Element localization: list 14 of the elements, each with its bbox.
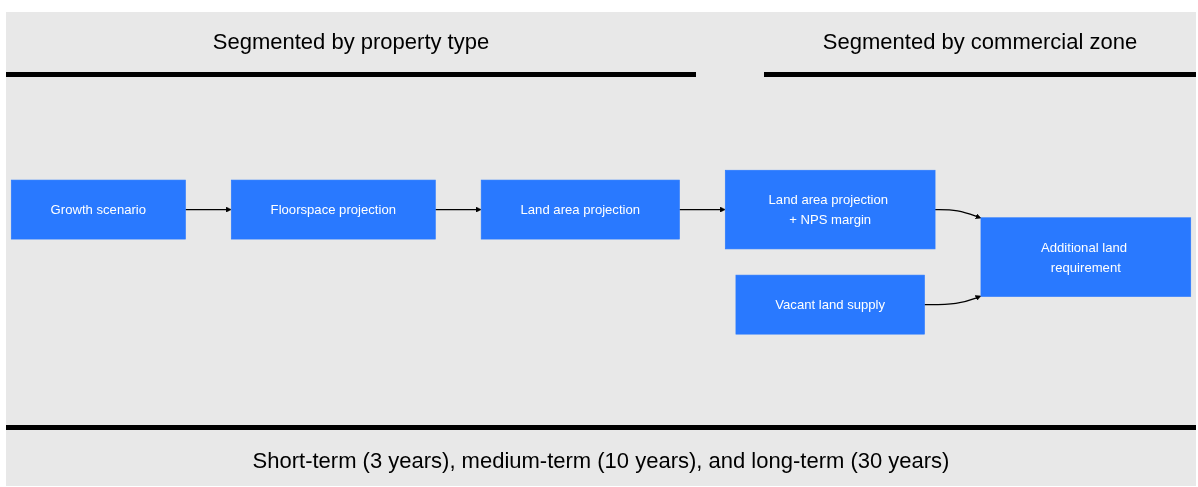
timeframe-note: Short-term (3 years), medium-term (10 years), and long-term (30 years) [252, 447, 950, 474]
arrow [184, 206, 232, 213]
node-box: Land area projection + NPS margin [724, 169, 936, 250]
segment-heading: Segmented by commercial zone [822, 29, 1138, 55]
node-box: Land area projection [480, 179, 680, 240]
segment-heading: Segmented by property type [212, 29, 490, 55]
node-box: Floorspace projection [230, 179, 436, 240]
node-box: Vacant land supply [735, 274, 925, 335]
node-box: Additional land requirement [980, 217, 1192, 297]
arrow [434, 206, 482, 213]
arrow [923, 295, 982, 306]
arrow [678, 206, 726, 213]
node-box: Growth scenario [10, 179, 186, 240]
arrow [934, 208, 982, 219]
